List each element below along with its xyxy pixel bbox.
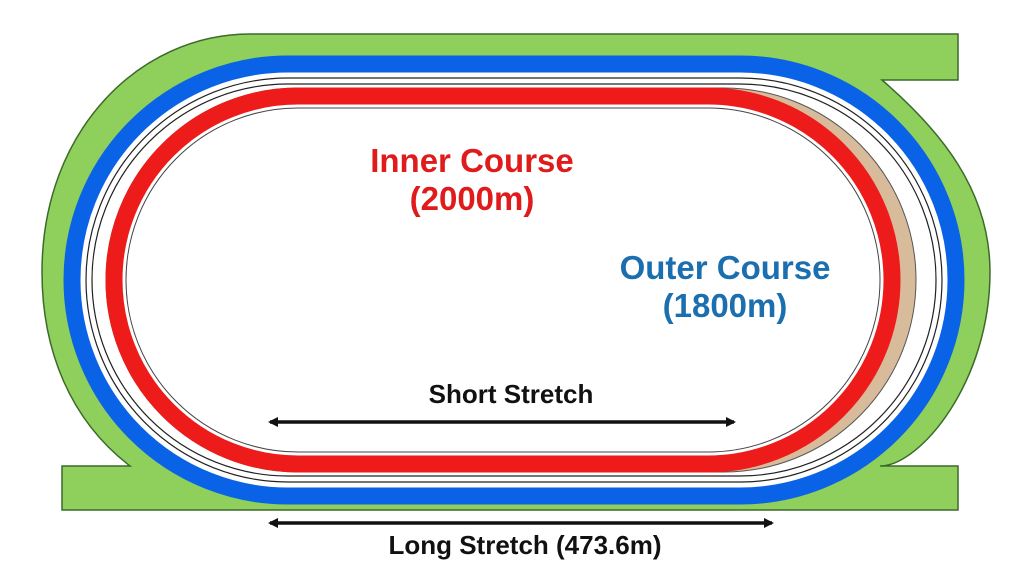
outer-course-title: Outer Course — [619, 249, 831, 286]
inner-course-label: Inner Course (2000m) — [322, 142, 622, 218]
outer-rail — [85, 77, 943, 483]
inner-course-length: (2000m) — [409, 179, 535, 217]
inner-course-title: Inner Course — [370, 142, 574, 179]
outer-course-track — [63, 55, 965, 505]
outer-course-label: Outer Course (1800m) — [575, 249, 875, 325]
short-stretch-label: Short Stretch — [428, 379, 594, 409]
outer-course-length: (1800m) — [662, 286, 788, 324]
inner-rail — [125, 107, 881, 453]
outer-rail-2 — [91, 83, 937, 477]
long-stretch-label: Long Stretch (473.6m) — [388, 530, 662, 560]
